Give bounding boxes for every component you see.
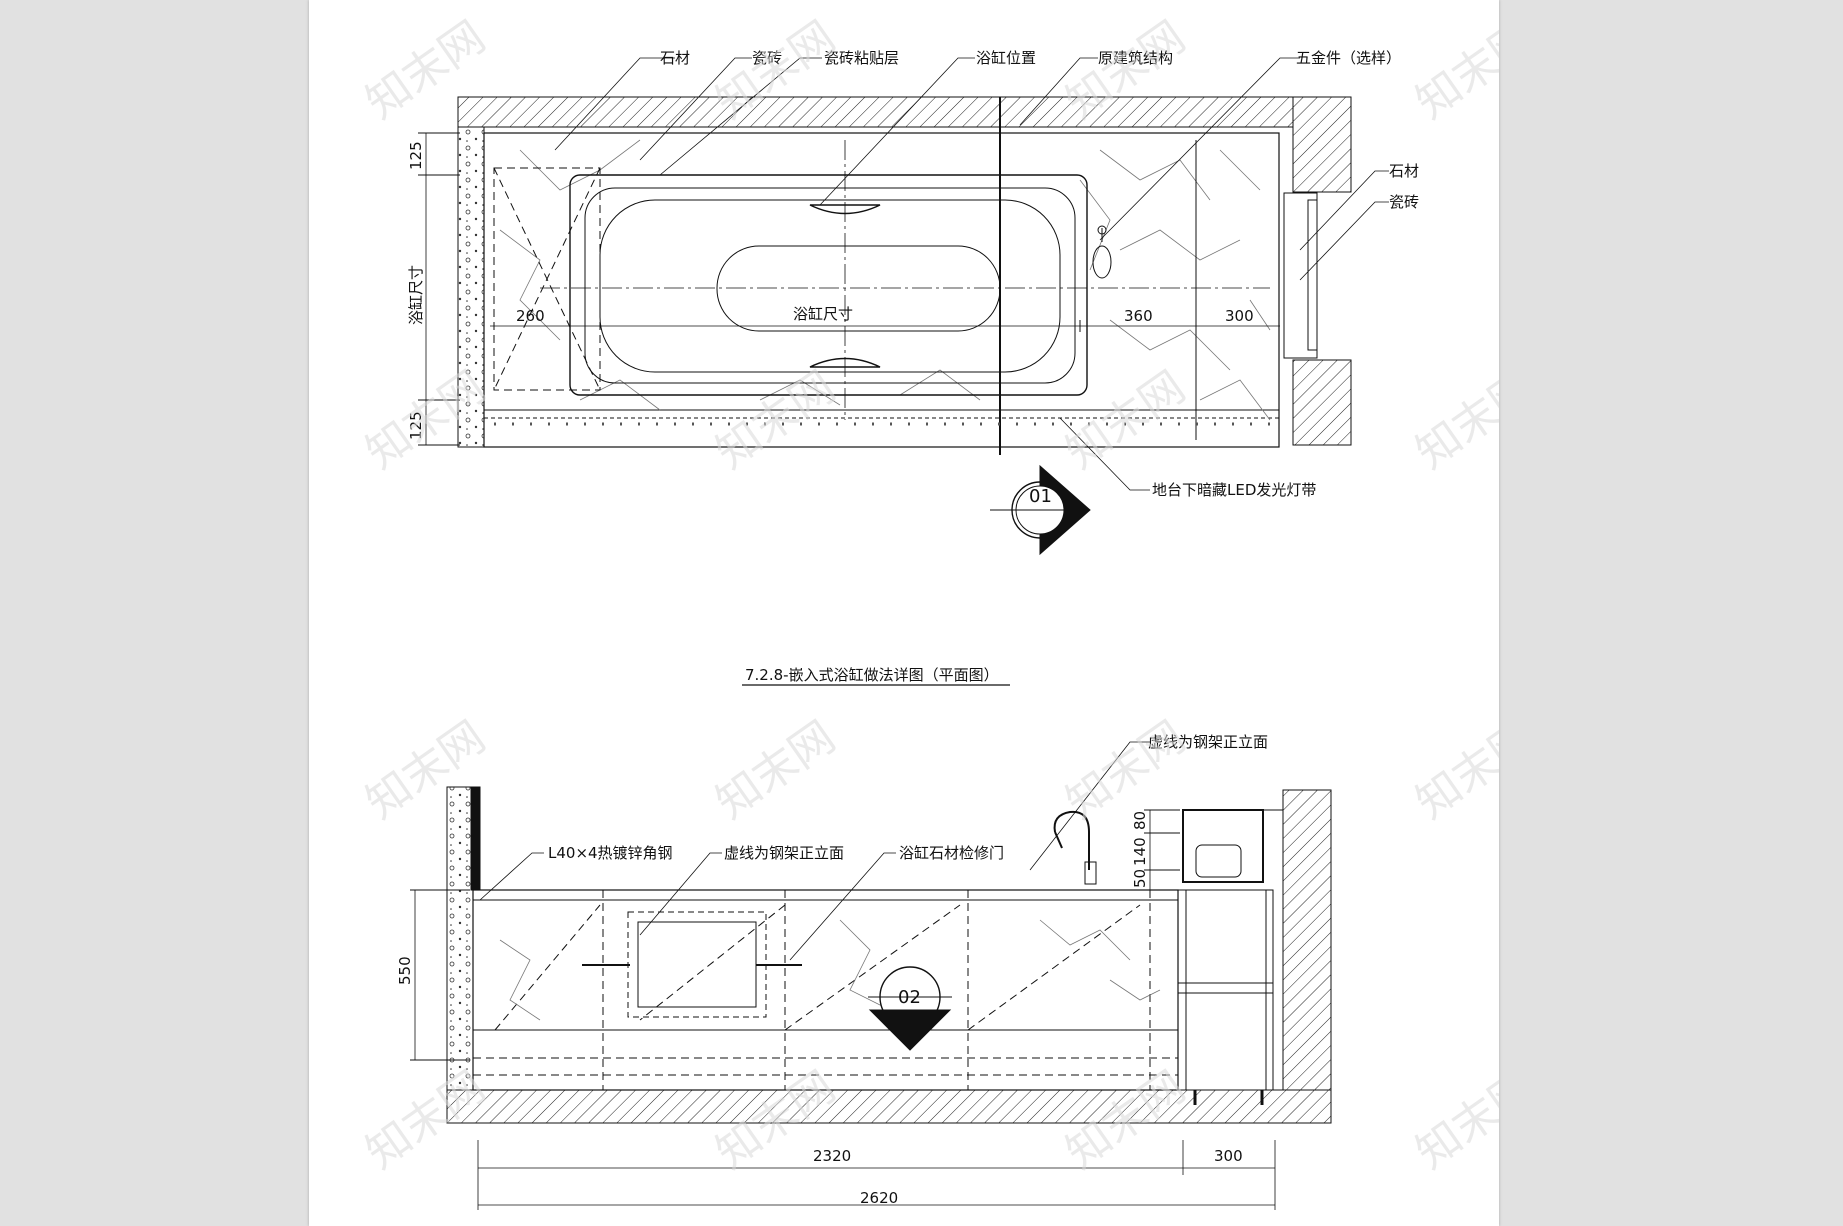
plan-top-wall xyxy=(457,96,1352,128)
drawing-page: 石材 瓷砖 瓷砖粘贴层 浴缸位置 原建筑结构 五金件（选样） 石材 瓷砖 地台下… xyxy=(309,0,1499,1226)
elevation-left-concrete xyxy=(446,786,474,1091)
leader-angle-steel: L40×4热镀锌角钢 xyxy=(548,844,673,862)
plan-left-concrete xyxy=(457,126,485,448)
leader-tile-right: 瓷砖 xyxy=(1389,193,1419,211)
plan-stone-platform xyxy=(483,132,1280,448)
elevation-right-wall xyxy=(1282,789,1332,1091)
watermark: 知末网 xyxy=(1057,362,1194,479)
watermark: 知末网 xyxy=(1057,712,1194,829)
leader-access-door: 浴缸石材检修门 xyxy=(899,844,1004,862)
section-marker-label-02: 02 xyxy=(898,987,921,1008)
plan-title: 7.2.8-嵌入式浴缸做法详图（平面图） xyxy=(745,666,999,684)
elevation-floor-slab xyxy=(446,1089,1332,1124)
watermark: 知末网 xyxy=(1407,1062,1499,1179)
dim-right-140: 140 xyxy=(1131,837,1149,866)
dim-width-2620: 2620 xyxy=(860,1189,898,1207)
cad-drawing: 石材 瓷砖 瓷砖粘贴层 浴缸位置 原建筑结构 五金件（选样） 石材 瓷砖 地台下… xyxy=(357,12,1499,1210)
watermark: 知末网 xyxy=(1407,712,1499,829)
bathtub-drain-area xyxy=(716,245,1001,332)
elevation-view xyxy=(410,741,1332,1210)
dim-height-550: 550 xyxy=(396,956,414,985)
leader-stone-right: 石材 xyxy=(1389,162,1419,180)
dim-center-tub-size: 浴缸尺寸 xyxy=(793,305,853,323)
section-marker-label-01: 01 xyxy=(1029,486,1052,507)
leader-tile: 瓷砖 xyxy=(752,49,782,67)
dim-width-300: 300 xyxy=(1214,1147,1243,1165)
bathtub-outline xyxy=(569,174,1088,396)
dim-right-360: 360 xyxy=(1124,307,1153,325)
dim-left-260: 260 xyxy=(516,307,545,325)
plan-right-wall xyxy=(1292,96,1352,193)
leader-dashed-frame-top: 虚线为钢架正立面 xyxy=(1148,733,1268,751)
leader-led-strip: 地台下暗藏LED发光灯带 xyxy=(1152,481,1316,499)
dim-right-80: 80 xyxy=(1131,811,1149,830)
dim-bottom-125: 125 xyxy=(407,411,425,440)
watermark: 知末网 xyxy=(1407,12,1499,129)
watermark: 知末网 xyxy=(707,362,844,479)
watermark: 知末网 xyxy=(707,712,844,829)
dim-right-50: 50 xyxy=(1131,869,1149,888)
faucet-icon xyxy=(1053,810,1097,885)
leader-stone: 石材 xyxy=(660,49,690,67)
access-door xyxy=(627,911,767,1018)
leader-tile-adhesive: 瓷砖粘贴层 xyxy=(824,49,899,67)
dim-vertical-tub-size: 浴缸尺寸 xyxy=(407,265,425,325)
leader-dashed-frame: 虚线为钢架正立面 xyxy=(724,844,844,862)
section-marker-01 xyxy=(990,464,1091,556)
shower-head-icon xyxy=(1092,225,1112,279)
plan-view xyxy=(418,57,1389,556)
watermark: 知末网 xyxy=(1407,362,1499,479)
dim-right-300: 300 xyxy=(1225,307,1254,325)
dim-top-125: 125 xyxy=(407,141,425,170)
leader-hardware: 五金件（选样） xyxy=(1296,49,1401,67)
section-marker-02 xyxy=(868,966,952,1051)
leader-tub-position: 浴缸位置 xyxy=(976,49,1036,67)
dim-width-2320: 2320 xyxy=(813,1147,851,1165)
leader-structure: 原建筑结构 xyxy=(1098,49,1173,67)
